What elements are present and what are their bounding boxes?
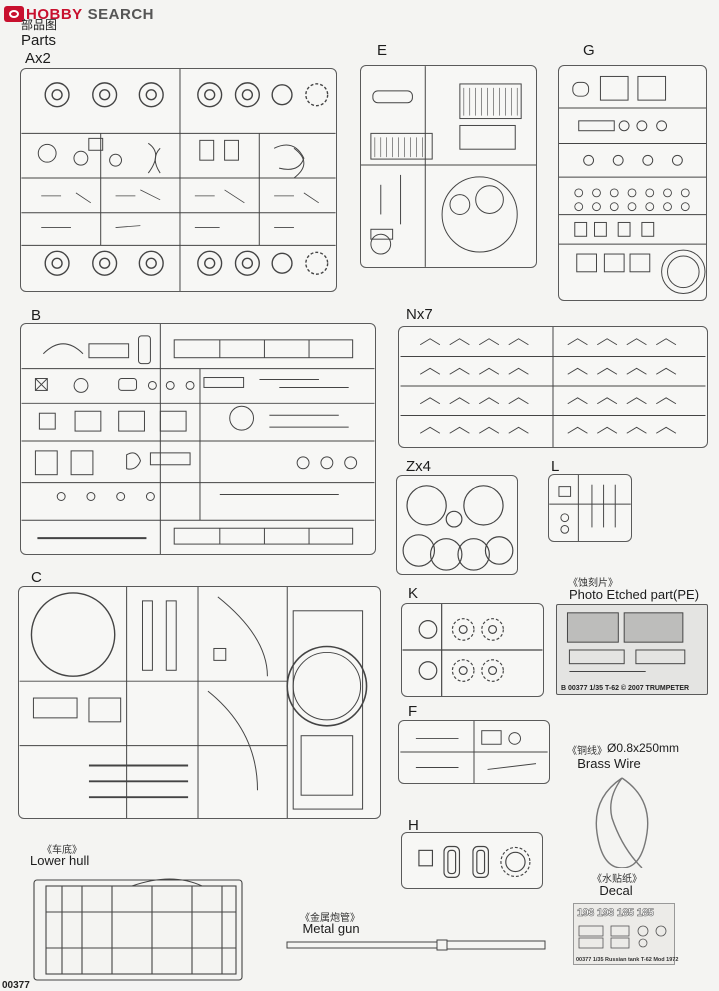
sprue-label-h: H	[408, 817, 419, 834]
sprue-label-k: K	[408, 585, 419, 602]
sprue-label-n: Nx7	[406, 306, 433, 323]
logo-text-hobby: HOBBY	[26, 5, 83, 23]
metal-gun-drawing	[286, 939, 546, 951]
sprue-e-frame	[360, 65, 537, 268]
sprue-g-frame	[558, 65, 707, 301]
gun-label: Metal gun	[302, 921, 360, 936]
sprue-b-frame	[20, 323, 376, 555]
logo-text-search: SEARCH	[87, 5, 155, 23]
sprue-b-drawing	[21, 324, 375, 554]
sprue-label-e: E	[377, 42, 388, 59]
sprue-label-c: C	[31, 569, 42, 586]
sprue-n-frame	[398, 326, 708, 448]
page-title-cn: 部品图	[21, 18, 58, 32]
sprue-c-frame	[18, 586, 381, 819]
sprue-e-drawing	[361, 66, 536, 267]
pe-fret-drawing	[566, 612, 686, 672]
decal-sheet-footer: 00377 1/35 Russian tank T-62 Mod 1972	[576, 957, 679, 963]
hull-label-cn: 《车底》	[42, 845, 82, 856]
page-title: Parts	[21, 32, 57, 49]
wire-size: Ø0.8x250mm	[606, 741, 680, 755]
decal-number: 185	[616, 907, 634, 920]
hull-label: Lower hull	[30, 853, 90, 868]
sprue-l-drawing	[549, 475, 631, 541]
pe-plate-text: B 00377 1/35 T-62 © 2007 TRUMPETER	[561, 685, 690, 692]
pe-fret: B 00377 1/35 T-62 © 2007 TRUMPETER	[556, 604, 708, 695]
sprue-n-drawing	[400, 327, 706, 447]
brass-wire-drawing	[595, 777, 649, 868]
sprue-label-f: F	[408, 703, 418, 720]
sprue-h-drawing	[418, 845, 531, 878]
logo-badge-icon	[4, 6, 24, 22]
sprue-l-frame	[548, 474, 632, 542]
sprue-g-drawing	[559, 75, 706, 294]
footer-code: 00377	[2, 980, 30, 991]
decal-emblems-drawing	[578, 925, 667, 949]
pe-label-cn: 《蚀刻片》	[568, 578, 618, 589]
sprue-z-frame	[396, 475, 518, 575]
sprue-label-b: B	[31, 307, 42, 324]
decal-label: Decal	[599, 883, 633, 898]
decal-number: 185	[636, 907, 654, 920]
gun-label-cn: 《金属炮管》	[300, 913, 360, 924]
sprue-f-frame	[398, 720, 550, 784]
decal-number-row: 193 193 185 185	[574, 904, 674, 920]
sprue-label-g: G	[583, 42, 595, 59]
sprue-k-drawing	[402, 604, 543, 696]
sprue-f-drawing	[400, 721, 548, 783]
decal-number: 193	[596, 907, 615, 920]
site-logo[interactable]: HOBBY SEARCH	[4, 3, 154, 25]
decal-label-cn: 《水贴纸》	[592, 874, 642, 885]
sprue-z-drawing	[402, 485, 514, 571]
wire-label-cn: 《铜线》	[567, 746, 607, 757]
sprue-a-drawing	[21, 69, 336, 291]
sprue-label-l: L	[551, 458, 560, 475]
decal-sheet: 193 193 185 185 00377 1/35 Russian tank …	[573, 903, 679, 965]
sprue-k-frame	[401, 603, 544, 697]
sprue-label-a: Ax2	[25, 50, 51, 67]
decal-number: 193	[577, 907, 595, 920]
wire-label: Brass Wire	[577, 756, 641, 771]
sprue-a-frame	[20, 68, 337, 292]
sprue-c-drawing	[19, 587, 368, 818]
sprue-h-frame	[401, 832, 543, 889]
sprue-label-z: Zx4	[406, 458, 432, 475]
pe-label: Photo Etched part(PE)	[568, 587, 700, 602]
lower-hull-drawing	[33, 878, 243, 981]
